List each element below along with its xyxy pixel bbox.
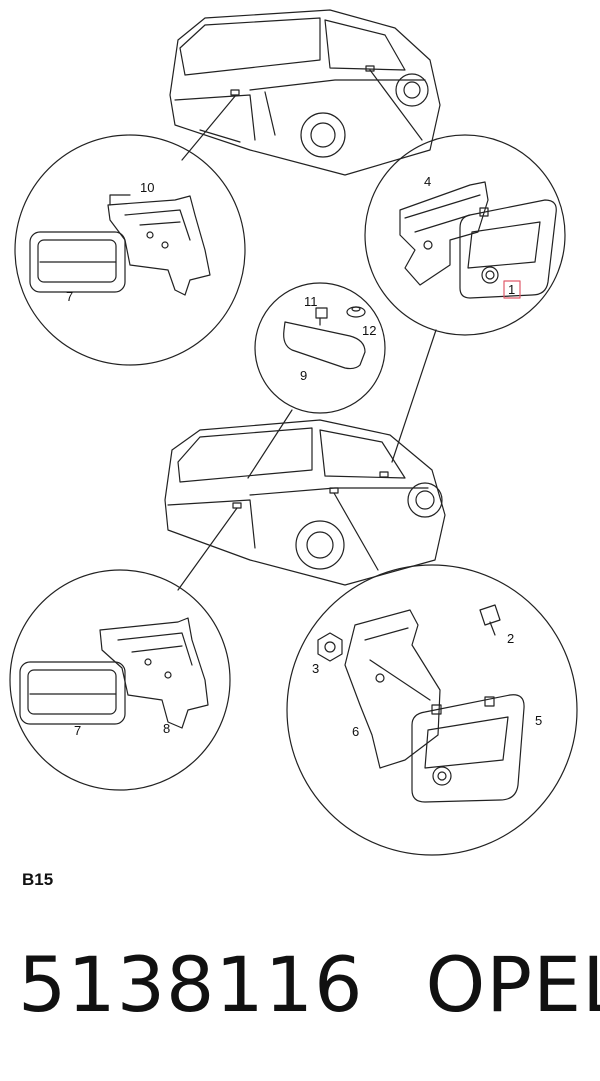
detail-circle-middle xyxy=(254,282,386,414)
bracket-8-illustration xyxy=(107,194,211,296)
bracket-6-illustration xyxy=(344,609,441,769)
footer-caption: 5138116 OPEL xyxy=(18,940,600,1050)
bracket-9-illustration xyxy=(99,617,209,729)
leader-line xyxy=(181,94,237,161)
bolt-11-illustration xyxy=(315,307,328,326)
exploded-parts-diagram: 10 7 4 1 11 12 9 2 3 5 6 7 8 xyxy=(9,9,578,856)
bolt-2-illustration xyxy=(479,604,501,636)
nut-3-illustration xyxy=(317,632,343,662)
leader-line xyxy=(369,69,423,141)
bracket-4-illustration xyxy=(399,181,489,286)
detail-circle-top-right xyxy=(364,134,566,336)
leader-line xyxy=(247,409,293,479)
callout-2: 2 xyxy=(507,631,514,646)
highlight-box xyxy=(503,280,521,299)
cover-10-illustration xyxy=(283,321,366,370)
vehicle-top-illustration xyxy=(169,9,441,176)
handle-7-top-illustration xyxy=(29,231,126,293)
part-number: 5138116 xyxy=(18,940,364,1029)
detail-circle-top-left xyxy=(14,134,246,366)
callout-7-top: 7 xyxy=(66,289,73,304)
callout-7-bottom: 7 xyxy=(74,723,81,738)
callout-3: 3 xyxy=(312,661,319,676)
grommet-12-illustration xyxy=(346,306,366,318)
callout-11: 11 xyxy=(304,294,318,309)
leader-line xyxy=(177,507,238,591)
section-code: B15 xyxy=(22,870,54,889)
callout-8: 10 xyxy=(140,180,154,195)
callout-1: 1 xyxy=(508,282,515,297)
brand-name: OPEL xyxy=(425,940,600,1029)
callout-9: 8 xyxy=(163,721,170,736)
detail-circle-bottom-right xyxy=(286,564,578,856)
handle-7-bottom-illustration xyxy=(19,661,126,725)
callout-5: 5 xyxy=(535,713,542,728)
callout-6: 6 xyxy=(352,724,359,739)
callout-10: 9 xyxy=(300,368,307,383)
vehicle-bottom-illustration xyxy=(164,419,446,586)
handle-5-illustration xyxy=(411,694,525,803)
detail-circle-bottom-left xyxy=(9,569,231,791)
callout-12: 12 xyxy=(362,323,376,338)
leader-line xyxy=(333,492,379,571)
leader-line xyxy=(391,329,437,463)
callout-4: 4 xyxy=(424,174,431,189)
handle-1-illustration xyxy=(459,199,557,299)
